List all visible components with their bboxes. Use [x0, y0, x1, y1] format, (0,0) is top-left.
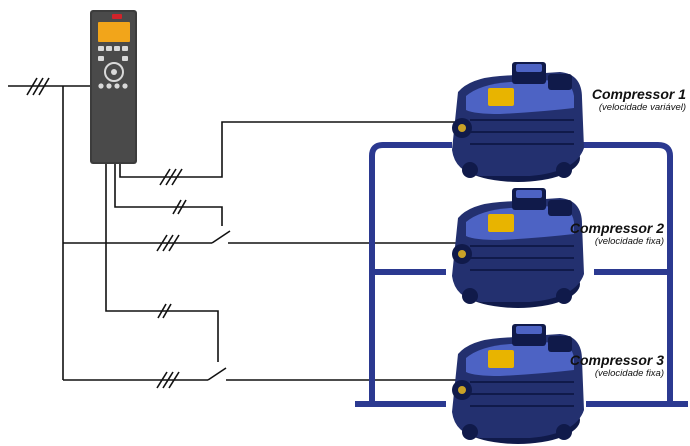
- tick-marks-control-k3: [157, 303, 172, 319]
- compressor-1: [451, 61, 585, 183]
- compressor-3-label-box: Compressor 3 (velocidade fixa): [569, 352, 664, 379]
- tick-marks-control-k2: [172, 199, 187, 215]
- tick-marks-power-k2: [156, 234, 180, 252]
- tick-marks-mains: [26, 77, 50, 96]
- control-line-k3: [105, 162, 219, 362]
- frequency-converter-icon: [90, 10, 137, 164]
- compressor-3-subtitle: (velocidade fixa): [594, 368, 664, 379]
- compressor-2-subtitle: (velocidade fixa): [594, 236, 664, 247]
- tick-marks-drive-output: [159, 168, 183, 186]
- compressor-1-label-box: Compressor 1 (velocidade variável): [591, 86, 686, 113]
- contactor-switch-k2: [211, 230, 231, 244]
- manifold-left-loop: [369, 142, 452, 404]
- compressor-2-label-box: Compressor 2 (velocidade fixa): [569, 220, 664, 247]
- tick-marks-power-k3: [156, 371, 180, 389]
- compressor-1-title: Compressor 1: [591, 86, 686, 102]
- manifold-right-loop: [578, 142, 673, 404]
- compressor-2-title: Compressor 2: [569, 220, 664, 236]
- drive-output-line: [119, 121, 470, 178]
- compressor-1-subtitle: (velocidade variável): [598, 102, 686, 113]
- compressor-3-title: Compressor 3: [569, 352, 664, 368]
- contactor-switch-k3: [207, 367, 227, 381]
- control-line-k2: [114, 162, 223, 226]
